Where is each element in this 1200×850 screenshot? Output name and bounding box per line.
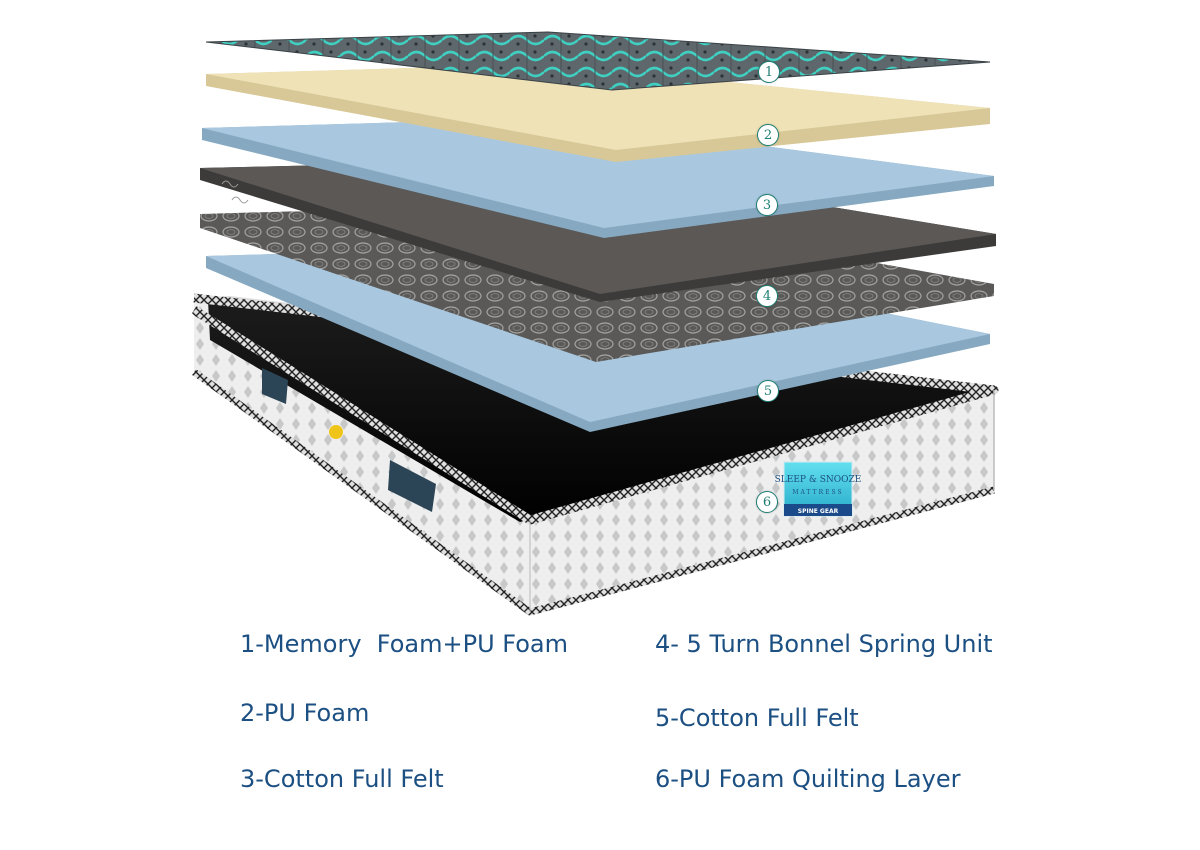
legend-item-6: 6-PU Foam Quilting Layer [655,765,961,793]
mattress-illustration: SLEEP & SNOOZE MATTRESS SPINE GEAR [191,31,1000,616]
layer-1-memory-foam [205,31,991,91]
layer-marker-3: 3 [756,194,778,216]
layer-marker-5: 5 [757,380,779,402]
layer-marker-1: 1 [758,61,780,83]
svg-text:MATTRESS: MATTRESS [792,489,843,496]
layer-marker-2: 2 [757,124,779,146]
layer-2-pu-foam [206,64,990,162]
legend-item-5: 5-Cotton Full Felt [655,704,859,732]
side-ribbon-decoration [262,368,288,404]
brand-label: SLEEP & SNOOZE MATTRESS SPINE GEAR [775,461,862,517]
side-badge-icon [329,425,343,439]
layer-marker-4: 4 [756,285,778,307]
legend-item-1: 1-Memory Foam+PU Foam [240,630,569,658]
legend-item-4: 4- 5 Turn Bonnel Spring Unit [655,630,993,658]
mattress-layers-diagram: SLEEP & SNOOZE MATTRESS SPINE GEAR 1 2 3… [191,31,1000,616]
side-ribbon-decoration [388,460,436,512]
layer-3-cotton-felt [202,118,994,238]
legend-item-3: 3-Cotton Full Felt [240,765,444,793]
svg-text:SPINE GEAR: SPINE GEAR [798,508,839,515]
svg-text:SLEEP & SNOOZE: SLEEP & SNOOZE [775,475,862,485]
layer-marker-6: 6 [756,491,778,513]
legend-item-2: 2-PU Foam [240,699,370,727]
